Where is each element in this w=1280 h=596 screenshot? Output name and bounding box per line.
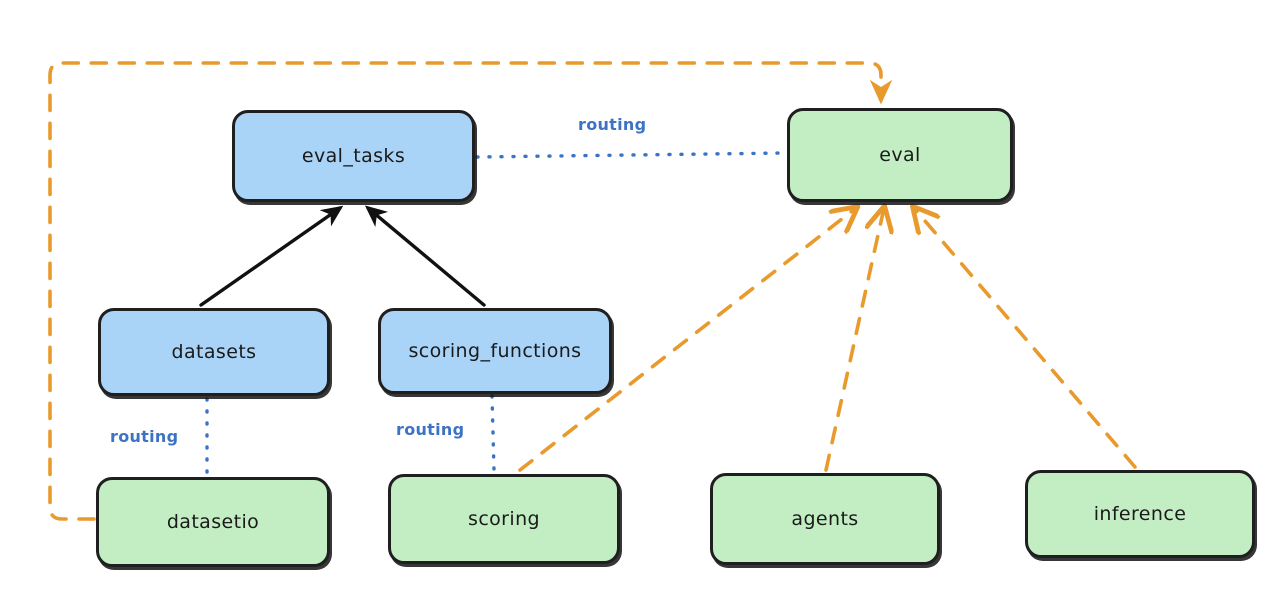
node-agents[interactable]: agents [710, 473, 940, 565]
edge-scoring-to-eval [518, 208, 856, 472]
edge-datasetio-to-eval [48, 61, 893, 521]
edge-scoring-functions-to-scoring [490, 394, 496, 472]
edge-label-routing-eval-tasks-eval: routing [578, 115, 647, 134]
node-label-agents: agents [791, 508, 859, 530]
edge-inference-to-eval [914, 208, 1137, 469]
edge-eval-tasks-to-eval [475, 151, 786, 159]
edge-agents-to-eval [824, 208, 884, 472]
edge-label-routing-datasets-datasetio: routing [110, 427, 179, 446]
node-datasets[interactable]: datasets [98, 308, 330, 396]
node-label-scoring-functions: scoring_functions [408, 340, 582, 362]
node-eval-tasks[interactable]: eval_tasks [232, 110, 475, 202]
node-scoring[interactable]: scoring [388, 474, 620, 564]
node-label-eval-tasks: eval_tasks [301, 145, 406, 167]
node-scoring-functions[interactable]: scoring_functions [378, 308, 612, 394]
node-label-eval: eval [879, 144, 921, 166]
node-label-datasetio: datasetio [166, 511, 260, 533]
edge-datasets-to-eval-tasks [199, 205, 344, 307]
edge-label-routing-scoring-functions-scoring: routing [396, 420, 465, 439]
node-inference[interactable]: inference [1025, 470, 1255, 558]
node-label-scoring: scoring [468, 508, 540, 530]
node-eval[interactable]: eval [787, 108, 1013, 202]
edge-scoring-functions-to-eval-tasks [364, 205, 486, 307]
node-label-inference: inference [1093, 503, 1187, 525]
node-label-datasets: datasets [171, 341, 257, 363]
node-datasetio[interactable]: datasetio [96, 477, 330, 567]
